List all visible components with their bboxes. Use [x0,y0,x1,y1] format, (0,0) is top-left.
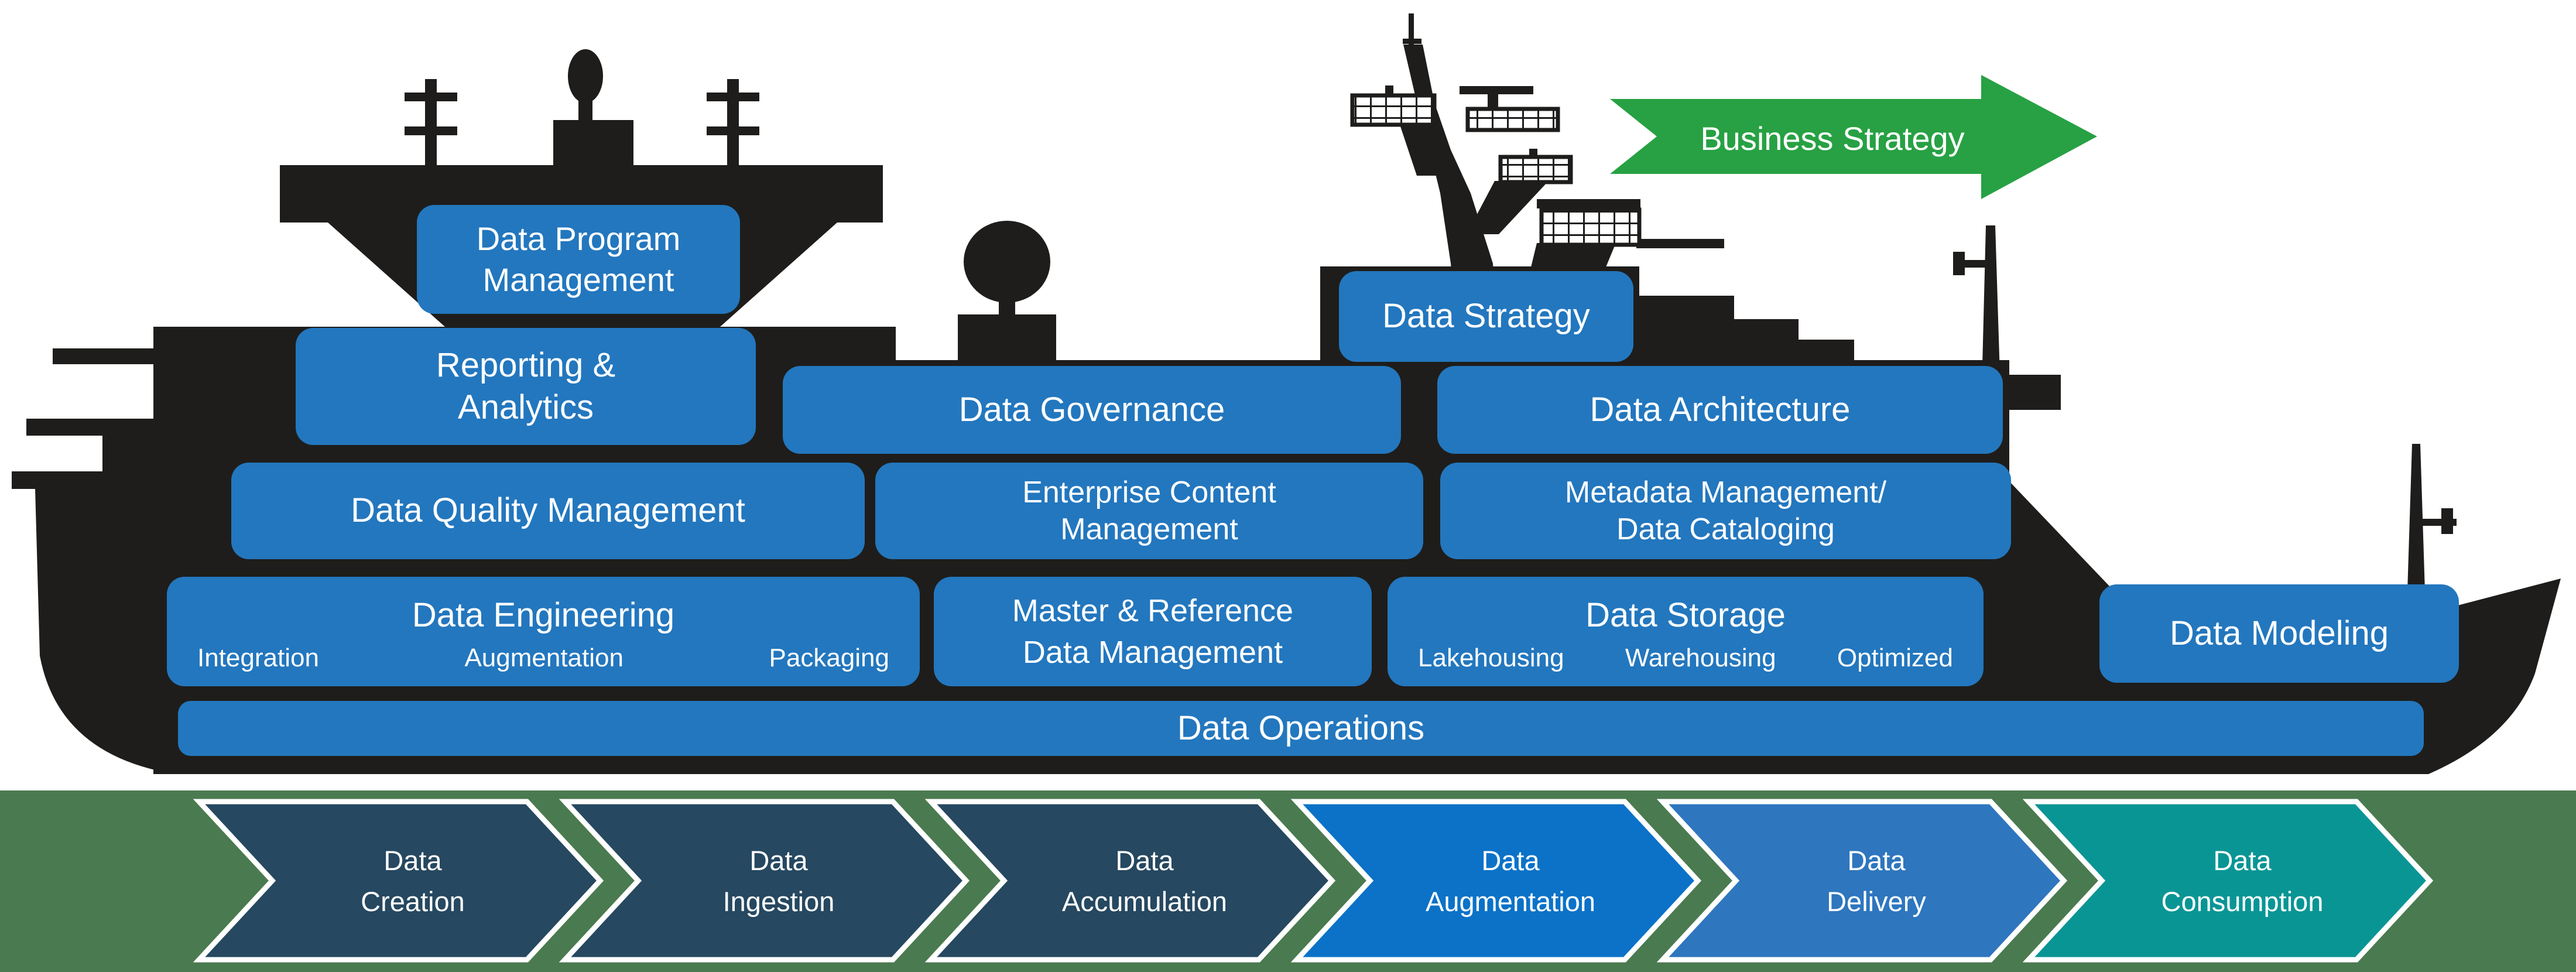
stage-data-consumption-shape [2022,799,2434,963]
box-reporting-analytics-label: Reporting & Analytics [436,345,616,427]
box-data-operations: Data Operations [178,701,2424,756]
box-data-program-management: Data Program Management [417,205,740,314]
box-enterprise-content-management-label: Enterprise Content Management [1022,475,1276,546]
strategy-step-2 [1734,319,1799,364]
stage-data-accumulation-label: Data Accumulation [1061,844,1228,918]
box-data-storage-title: Data Storage [1585,596,1786,634]
stage-data-accumulation-shape [924,799,1336,963]
sublabel-augmentation: Augmentation [464,644,624,672]
box-data-storage: Data Storage Lakehousing Warehousing Opt… [1388,577,1984,686]
stage-data-consumption-label: Data Consumption [2161,844,2324,918]
box-master-reference: Master & Reference Data Management [934,577,1372,686]
box-data-modeling-label: Data Modeling [2170,614,2389,652]
sublabel-lakehousing: Lakehousing [1418,644,1564,672]
box-data-quality-management: Data Quality Management [231,463,865,559]
strategy-step-3 [1799,340,1854,364]
box-data-engineering-sublabels: Integration Augmentation Packaging [197,645,889,671]
business-strategy-label: Business Strategy [1700,119,1965,157]
tower-antenna [1409,13,1414,46]
box-enterprise-content-management: Enterprise Content Management [875,463,1423,559]
stage-data-creation-label: Data Creation [361,844,465,918]
lattice-platform-2 [1460,86,1560,132]
box-data-modeling: Data Modeling [2099,584,2459,683]
stage-data-ingestion-shape [559,799,970,963]
starboard-antenna-mast [707,79,759,165]
box-data-operations-label: Data Operations [1177,709,1425,747]
stage-data-delivery-shape [1656,799,2068,963]
lattice-platform-4 [1537,199,1642,247]
strategy-step-1 [1639,296,1734,364]
stage-data-delivery-label: Data Delivery [1827,844,1926,918]
sublabel-optimized: Optimized [1837,644,1953,672]
stage-data-augmentation-shape [1290,799,1702,963]
lattice-platforms [1350,85,1642,247]
box-data-architecture: Data Architecture [1437,366,2003,454]
stage-data-ingestion-label: Data Ingestion [722,844,835,918]
lattice-platform-3 [1498,149,1573,184]
box-data-engineering: Data Engineering Integration Augmentatio… [167,577,920,686]
port-antenna-mast [405,79,457,165]
sublabel-integration: Integration [197,644,319,672]
stage-data-augmentation-label: Data Augmentation [1425,844,1596,918]
sublabel-warehousing: Warehousing [1625,644,1776,672]
box-data-strategy-label: Data Strategy [1382,297,1590,336]
box-metadata-management: Metadata Management/ Data Cataloging [1440,463,2011,559]
box-reporting-analytics: Reporting & Analytics [296,328,756,445]
sublabel-packaging: Packaging [769,644,889,672]
box-data-storage-sublabels: Lakehousing Warehousing Optimized [1418,645,1953,671]
box-data-governance-label: Data Governance [958,390,1225,429]
bow-mast [2407,444,2457,591]
box-data-strategy: Data Strategy [1339,271,1633,362]
lifecycle-chevrons [193,799,2434,963]
business-strategy-arrow [1610,75,2097,199]
bridge-radar-ball [553,49,633,166]
box-data-program-management-label: Data Program Management [476,220,681,298]
box-data-quality-management-label: Data Quality Management [351,491,745,530]
box-master-reference-label: Master & Reference Data Management [1012,593,1294,670]
stage-data-creation-shape [193,799,604,963]
box-data-architecture-label: Data Architecture [1590,390,1851,429]
box-data-engineering-title: Data Engineering [412,596,675,634]
lattice-platform-1 [1350,85,1437,127]
box-metadata-management-label: Metadata Management/ Data Cataloging [1564,475,1887,546]
box-data-governance: Data Governance [783,366,1401,454]
midship-radome [958,221,1056,361]
